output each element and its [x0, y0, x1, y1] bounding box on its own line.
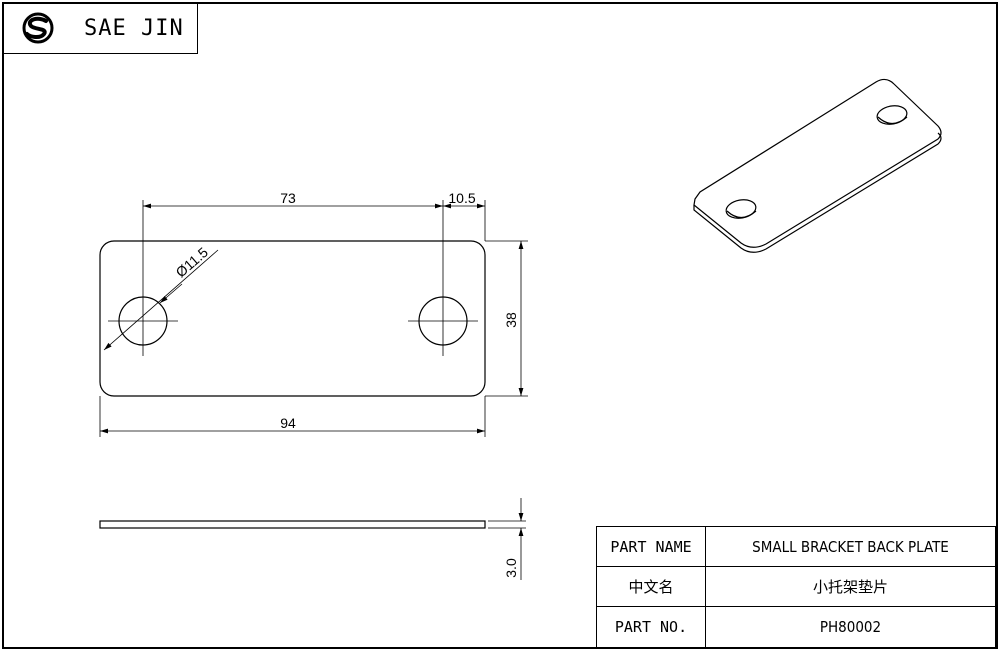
sae-jin-logo-icon [22, 12, 54, 44]
part-name-value: SMALL BRACKET BACK PLATE [705, 526, 996, 567]
iso-plate-thickness [693, 132, 942, 253]
plate-outline [99, 240, 486, 397]
top-view [99, 240, 486, 397]
dim-length: 94 [280, 415, 296, 431]
chinese-name-value: 小托架垫片 [705, 566, 996, 607]
dim-height: 38 [503, 312, 519, 328]
logo-box [4, 4, 198, 54]
iso-plate [693, 78, 942, 248]
part-name-label: PART NAME [596, 526, 706, 567]
iso-left-hole-depth [726, 210, 757, 219]
title-block: PART NAME SMALL BRACKET BACK PLATE 中文名 小… [596, 526, 996, 648]
dim-thickness: 3.0 [503, 558, 519, 578]
part-no-value: PH80002 [705, 606, 996, 648]
centerlines [108, 286, 478, 356]
dim-hole-spacing: 73 [280, 190, 296, 206]
side-view [99, 498, 526, 580]
dim-edge-offset: 10.5 [448, 190, 475, 206]
chinese-name-label: 中文名 [596, 566, 706, 607]
plate-edge [99, 520, 486, 529]
top-dimensions [99, 200, 528, 437]
iso-right-hole-depth [877, 116, 908, 125]
part-no-label: PART NO. [596, 606, 706, 648]
title-row-part-no: PART NO. PH80002 [596, 606, 996, 648]
brand-name: SAE JIN [84, 16, 184, 41]
title-row-part-name: PART NAME SMALL BRACKET BACK PLATE [596, 526, 996, 567]
dim-hole-diameter: Ø11.5 [172, 244, 211, 281]
title-row-chinese-name: 中文名 小托架垫片 [596, 566, 996, 607]
isometric-view [693, 78, 942, 253]
